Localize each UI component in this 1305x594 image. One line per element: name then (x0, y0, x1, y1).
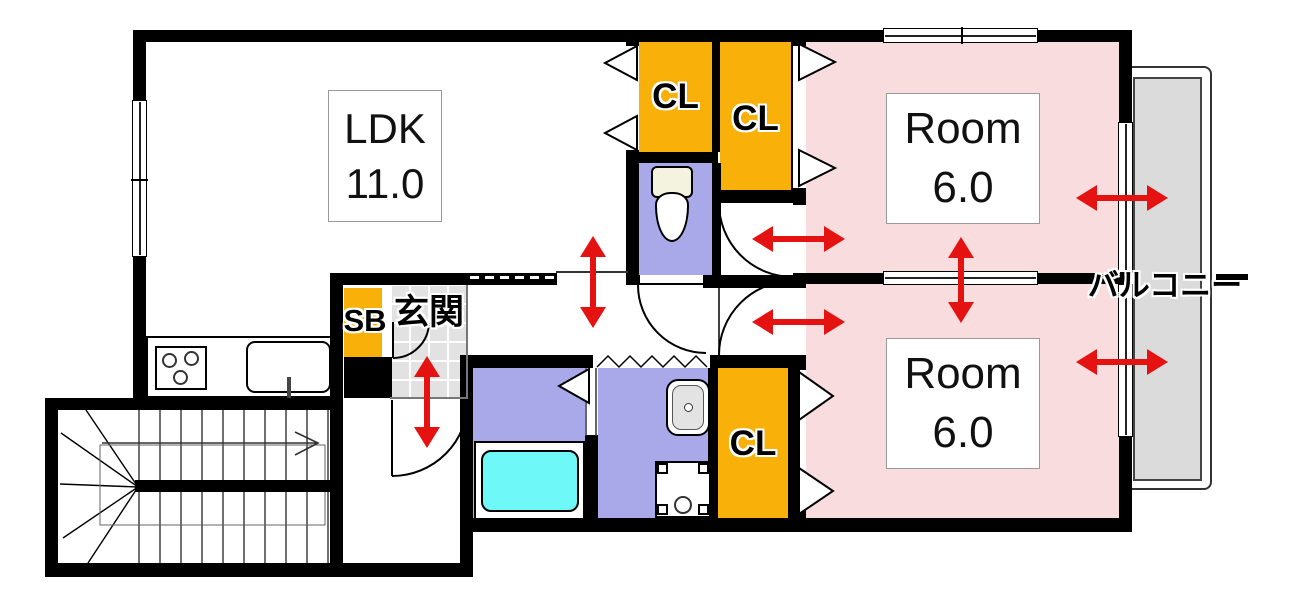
opening-counter-hatch (470, 274, 556, 284)
balcony-floor (1133, 77, 1202, 481)
closet-room-bottom-floor (718, 368, 788, 518)
wall-closet2-edge (791, 42, 793, 190)
stove-burner (162, 353, 177, 368)
window-room-top (883, 27, 1038, 44)
washer-corner (657, 463, 668, 474)
flow-arrow-hall-to-room-bottom (752, 309, 845, 335)
wall-washroom-closet3 (708, 368, 718, 518)
wall-rooms-b (793, 188, 806, 205)
shoe-box (344, 288, 382, 357)
wall-between-rooms-cap (1119, 273, 1132, 284)
flow-arrow-room-bottom-to-balcony (1076, 349, 1168, 375)
flow-arrow-room-top-to-room-bottom (948, 237, 974, 323)
washer-corner (657, 504, 668, 515)
ldk-area: 11.0 (345, 160, 425, 207)
flow-arrow-hall-to-room-top (752, 226, 845, 252)
closet-room-top-floor (720, 42, 791, 190)
flow-arrow-ldk-to-hall (580, 236, 606, 328)
balcony-leader-line (1216, 274, 1248, 280)
wall-rooms-e (793, 497, 806, 532)
closet-room-top-label: CL (732, 99, 779, 138)
room-bottom-area: 6.0 (932, 407, 994, 457)
shoe-box-label: SB (343, 303, 387, 338)
wall-bottom-left (45, 563, 473, 577)
room-bottom-label-box: Room 6.0 (886, 338, 1040, 469)
ldk-label-box: LDK 11.0 (328, 90, 442, 222)
room-bottom-name: Room (904, 349, 1022, 399)
wall-hall-closet2 (718, 190, 794, 203)
wall-stair-left (45, 398, 58, 577)
bathtub (481, 450, 579, 512)
stove-burner (184, 351, 199, 366)
room-top-area: 6.0 (932, 162, 994, 212)
entrance-label: 玄関 (393, 293, 464, 332)
opening-accordion-washroom (593, 355, 710, 368)
wall-toilet-corner (626, 275, 640, 285)
wall-rooms-a (793, 30, 806, 46)
washer-corner (698, 463, 709, 474)
balcony-label: バルコニー (1087, 268, 1243, 303)
stove-burner (173, 370, 188, 385)
wall-entrance-left (330, 275, 343, 563)
washer-corner (698, 504, 709, 515)
washer-drain (674, 496, 692, 514)
flow-arrow-entrance-to-hall (414, 356, 440, 448)
opening-closet1-bifold (626, 46, 639, 150)
wall-hall-mid (703, 275, 794, 288)
wall-closet3-right (788, 363, 800, 518)
washbasin-drain (684, 403, 693, 412)
room-top-name: Room (904, 104, 1022, 154)
ldk-name: LDK (344, 104, 426, 152)
wall-rooms-c (793, 273, 806, 288)
wall-closet1-toilet (626, 152, 718, 163)
wall-toilet-right (712, 163, 721, 288)
closet-room-bottom-label: CL (729, 424, 777, 463)
wall-stair-top (45, 398, 343, 410)
wall-closet1-closet2 (712, 42, 720, 152)
faucet (287, 377, 291, 398)
window-ldk-left (131, 100, 148, 257)
wall-top (135, 30, 1132, 42)
flow-arrow-room-top-to-balcony (1076, 185, 1168, 211)
wall-rooms-d (793, 355, 806, 370)
boundary-tile-right (466, 285, 468, 398)
closet-hall-top-label: CL (652, 77, 699, 116)
room-top-label-box: Room 6.0 (886, 93, 1040, 224)
wall-bath-washroom (585, 435, 598, 518)
closet-hall-top-floor (639, 42, 712, 152)
wall-below-shoebox (344, 357, 392, 398)
